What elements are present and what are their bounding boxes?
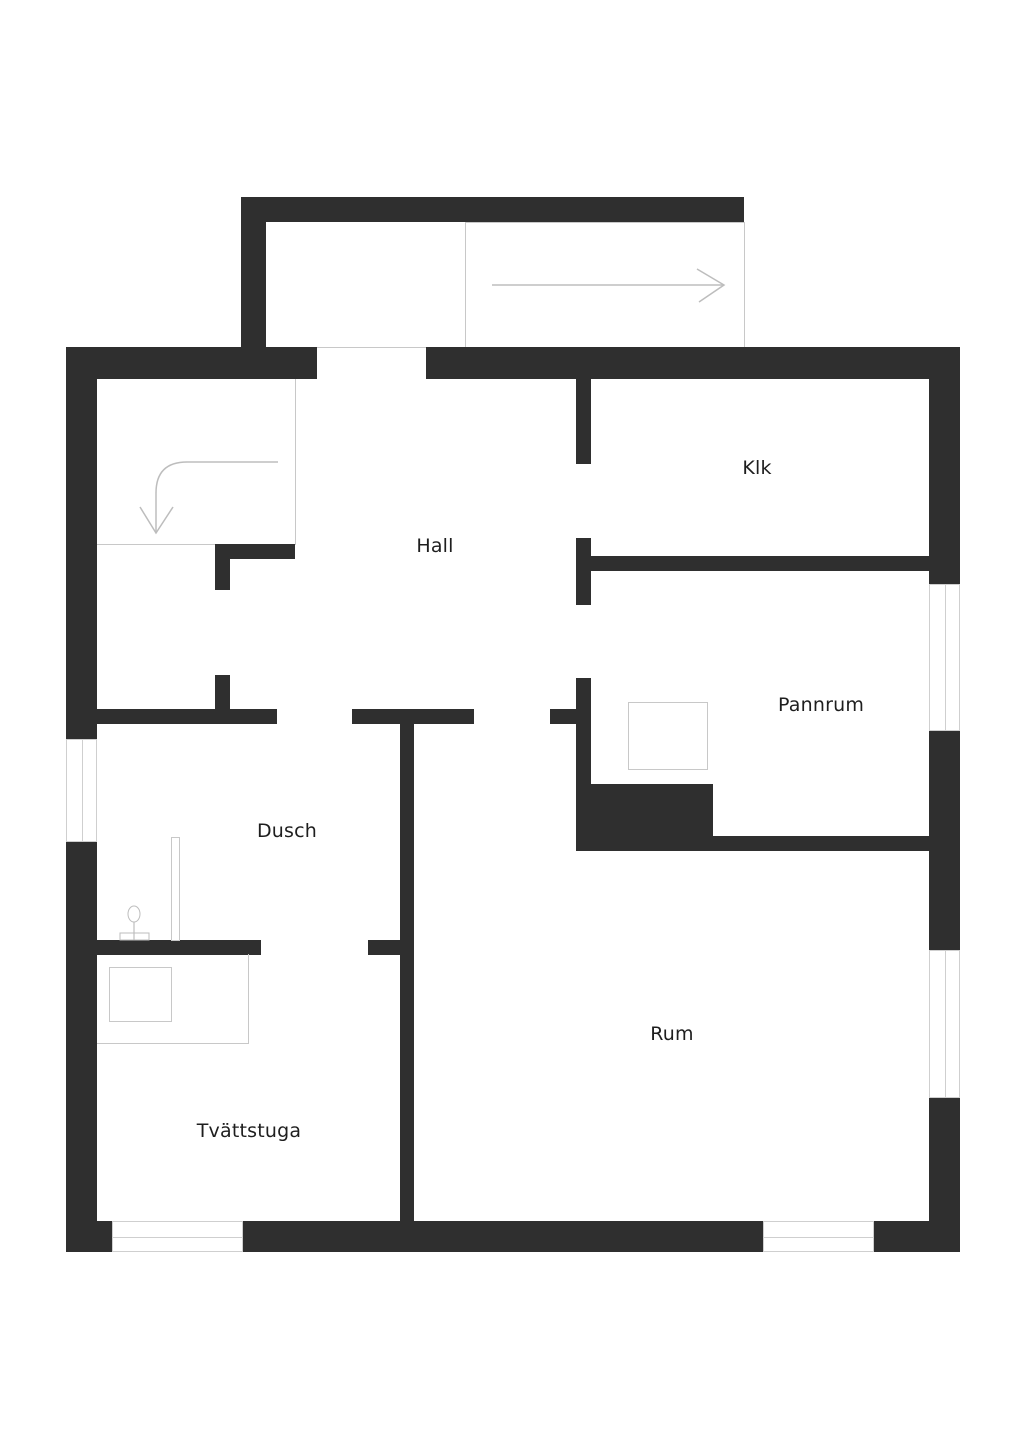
outer-wall-top-right: [426, 347, 960, 379]
outer-wall-bottom-left: [66, 1221, 112, 1252]
wall-klk-upper: [576, 379, 591, 464]
chimney-block: [590, 784, 713, 850]
room-label-klk: Klk: [742, 457, 772, 479]
outer-wall-bottom-mid: [243, 1221, 763, 1252]
boiler-fixture: [628, 702, 708, 770]
window-right-rum: [929, 950, 960, 1098]
washing-machine: [109, 967, 172, 1022]
outer-wall-left-lower: [66, 842, 97, 1252]
shower-screen: [171, 837, 180, 941]
porch-threshold: [316, 347, 426, 348]
room-label-hall: Hall: [416, 535, 454, 557]
outer-wall-left-upper: [66, 347, 97, 739]
room-label-pannrum: Pannrum: [777, 694, 865, 716]
room-label-tvattstuga: Tvättstuga: [196, 1120, 302, 1142]
wall-klk-lower: [576, 538, 591, 605]
wall-dusch-tvatt-stub: [368, 940, 401, 955]
wall-klk-pannrum: [590, 556, 929, 571]
window-bottom-rum: [763, 1221, 874, 1252]
outer-wall-top-left: [66, 347, 317, 379]
wall-stair-h: [215, 544, 295, 559]
room-label-rum: Rum: [650, 1023, 694, 1045]
wall-stair-v: [215, 544, 230, 590]
outer-wall-bottom-right: [874, 1221, 960, 1252]
wall-hall-dusch-right: [352, 709, 474, 724]
wall-hall-dusch-left: [97, 709, 277, 724]
window-bottom-tvattstuga: [112, 1221, 243, 1252]
stair-outline: [97, 379, 296, 545]
window-right-pannrum: [929, 584, 960, 731]
outer-wall-right-mid: [929, 731, 960, 950]
wall-pannrum-stub: [550, 709, 577, 724]
room-label-dusch: Dusch: [256, 820, 318, 842]
wall-stub-lower-left: [215, 675, 230, 711]
wall-pannrum-left: [576, 678, 591, 850]
window-left: [66, 739, 97, 842]
porch-wall-top: [241, 197, 744, 222]
laundry-counter: [97, 954, 249, 1044]
wall-dusch-tvatt: [97, 940, 261, 955]
wall-dusch-rum: [400, 723, 414, 1221]
outer-wall-right-top: [929, 347, 960, 584]
porch-wall-left: [241, 197, 266, 348]
